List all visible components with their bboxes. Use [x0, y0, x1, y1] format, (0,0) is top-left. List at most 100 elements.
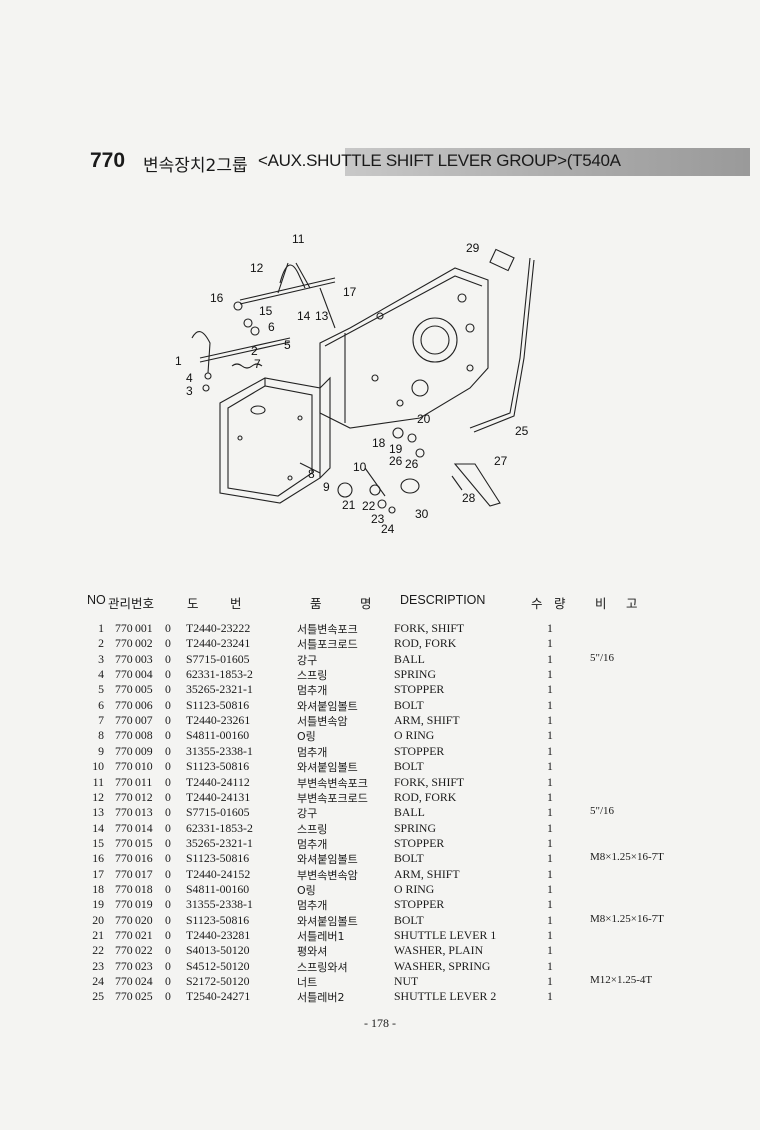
cell-ver: 0: [165, 820, 171, 835]
cell-no: 12: [92, 789, 104, 804]
cell-grp: 770: [115, 789, 133, 804]
cell-qty: 1: [547, 743, 553, 758]
cell-no: 7: [98, 713, 104, 728]
callout-2: 2: [251, 344, 258, 358]
callout-12: 12: [250, 261, 264, 275]
cell-no: 9: [98, 743, 104, 758]
cell-grp: 770: [115, 928, 133, 942]
cell-grp: 770: [115, 667, 133, 682]
cell-seq: 001: [135, 621, 153, 635]
cell-desc: STOPPER: [394, 835, 445, 850]
cell-ko: 부변속변속암: [297, 868, 358, 882]
cell-desc: BALL: [394, 805, 425, 820]
cell-grp: 770: [115, 912, 133, 927]
cell-grp: 770: [115, 697, 133, 712]
callout-1: 1: [175, 354, 182, 368]
cell-ko: O링: [297, 883, 316, 897]
cell-desc: SPRING: [394, 667, 436, 682]
cell-ver: 0: [165, 713, 171, 728]
cell-qty: 1: [547, 682, 553, 697]
callout-27: 27: [494, 454, 508, 468]
cell-seq: 021: [135, 928, 153, 942]
cell-ver: 0: [165, 912, 171, 927]
callout-28: 28: [462, 491, 476, 505]
cell-ko: 와셔붙임볼트: [297, 761, 358, 775]
cell-desc: ROD, FORK: [394, 789, 457, 804]
cell-desc: FORK, SHIFT: [394, 774, 465, 789]
cell-qty: 1: [547, 651, 553, 666]
cell-desc: ARM, SHIFT: [394, 866, 460, 881]
cell-no: 17: [92, 866, 104, 881]
callout-9: 9: [323, 480, 330, 494]
cell-qty: 1: [547, 974, 553, 989]
callout-3: 3: [186, 384, 193, 398]
cell-ver: 0: [165, 743, 171, 758]
cell-part: S1123-50816: [186, 759, 250, 774]
callout-17: 17: [343, 285, 357, 299]
cell-ver: 0: [165, 897, 171, 912]
cell-no: 22: [92, 943, 104, 958]
cell-ver: 0: [165, 759, 171, 774]
cell-grp: 770: [115, 728, 133, 743]
cell-desc: ROD, FORK: [394, 636, 457, 651]
cell-rem: 5"/16: [590, 651, 615, 664]
cell-ko: 와셔붙임볼트: [297, 699, 358, 713]
cell-part: S7715-01605: [186, 651, 250, 666]
cell-qty: 1: [547, 866, 553, 881]
cell-rem: M12×1.25-4T: [590, 974, 653, 987]
cell-ver: 0: [165, 728, 171, 743]
cell-ko: 서틀변속암: [297, 715, 348, 729]
cell-part: S7715-01605: [186, 805, 250, 820]
cell-desc: SHUTTLE LEVER 1: [394, 928, 497, 942]
cell-seq: 011: [135, 774, 153, 789]
cell-part: S4013-50120: [186, 943, 250, 958]
cell-ko: 강구: [297, 653, 318, 667]
cell-part: T2440-24131: [186, 789, 251, 804]
cell-rem: M8×1.25×16-7T: [590, 912, 664, 925]
cell-no: 8: [98, 728, 104, 743]
cell-ko: 멈추개: [297, 745, 328, 759]
cell-desc: STOPPER: [394, 897, 445, 912]
page-title: 770 변속장치2그룹 <AUX.SHUTTLE SHIFT LEVER GRO…: [90, 148, 750, 176]
cell-desc: BOLT: [394, 759, 424, 774]
cell-seq: 022: [135, 943, 153, 958]
cell-no: 16: [92, 851, 104, 866]
cell-grp: 770: [115, 897, 133, 912]
page-number: - 178 -: [364, 1016, 396, 1030]
cell-part: S2172-50120: [186, 974, 250, 989]
header-name-ko: 품 명: [310, 597, 372, 611]
cell-grp: 770: [115, 682, 133, 697]
cell-qty: 1: [547, 881, 553, 896]
cell-part: T2540-24271: [186, 989, 251, 1004]
cell-seq: 017: [135, 866, 153, 881]
cell-ko: 서틀포크로드: [297, 638, 358, 652]
cell-grp: 770: [115, 881, 133, 896]
cell-seq: 010: [135, 759, 153, 774]
cell-no: 24: [92, 974, 104, 989]
cell-no: 20: [92, 912, 104, 927]
cell-desc: NUT: [394, 974, 419, 989]
cell-desc: ARM, SHIFT: [394, 713, 460, 728]
cell-desc: STOPPER: [394, 743, 445, 758]
cell-rem: M8×1.25×16-7T: [590, 851, 664, 864]
cell-desc: BOLT: [394, 912, 424, 927]
cell-grp: 770: [115, 958, 133, 973]
cell-grp: 770: [115, 636, 133, 651]
cell-seq: 019: [135, 897, 153, 912]
cell-seq: 012: [135, 789, 153, 804]
callout-26-b: 26: [405, 457, 419, 471]
cell-no: 5: [98, 682, 104, 697]
cell-ver: 0: [165, 943, 171, 958]
cell-seq: 007: [135, 713, 153, 728]
cell-grp: 770: [115, 820, 133, 835]
